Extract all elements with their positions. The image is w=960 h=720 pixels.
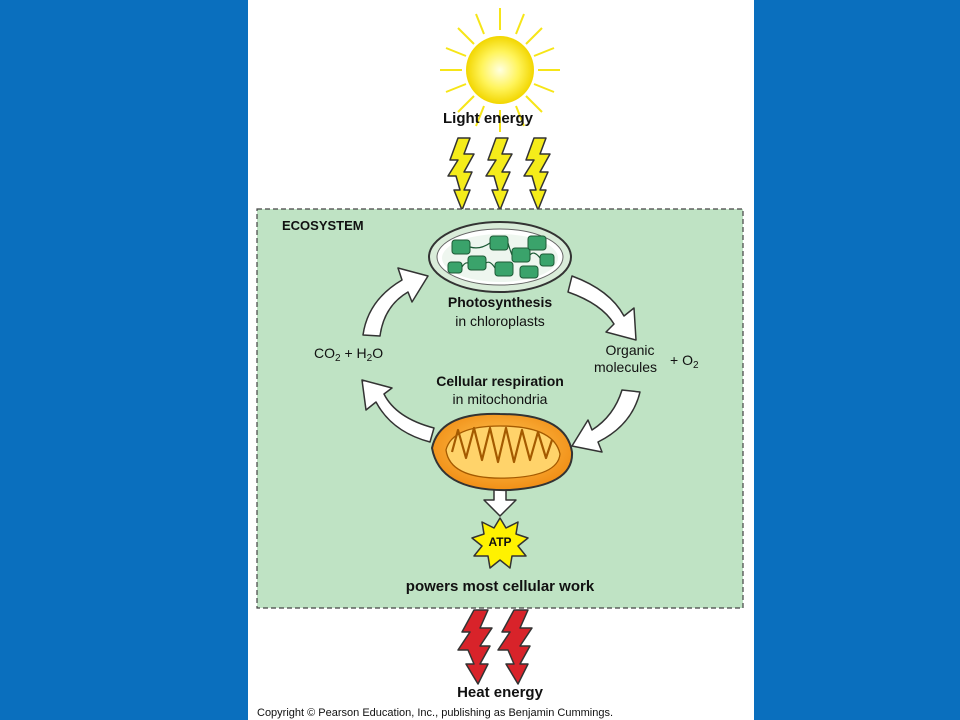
h2o-text: + H xyxy=(344,345,367,361)
respiration-location: in mitochondria xyxy=(452,391,548,407)
heat-energy-bolts-icon xyxy=(457,609,533,685)
o2-subscript: 2 xyxy=(692,360,699,371)
sun-icon xyxy=(440,8,560,132)
organic-molecules-line1: Organic xyxy=(605,342,655,358)
co2-subscript: 2 xyxy=(335,353,341,364)
powers-label: powers most cellular work xyxy=(405,578,595,595)
h2o-o-text: O xyxy=(372,345,384,361)
chloroplast-icon xyxy=(428,221,572,293)
atp-label: ATP xyxy=(488,535,512,549)
cellular-respiration-label: Cellular respiration xyxy=(436,373,564,389)
cycle-arrows xyxy=(361,267,641,517)
ecosystem-label: ECOSYSTEM xyxy=(282,218,364,233)
o2-text: + O xyxy=(670,352,693,368)
photosynthesis-location: in chloroplasts xyxy=(455,313,545,329)
photosynthesis-label: Photosynthesis xyxy=(447,294,553,310)
co2-text: CO xyxy=(314,345,335,361)
atp-star-icon xyxy=(471,517,529,569)
light-energy-label: Light energy xyxy=(443,110,534,127)
h2o-subscript: 2 xyxy=(366,353,373,364)
arrow-up-left-lower xyxy=(361,379,435,443)
organic-molecules-line2: molecules xyxy=(594,359,658,375)
arrow-up-left xyxy=(362,267,429,337)
arrow-down-left xyxy=(571,389,641,453)
o2-label: + O2 xyxy=(670,352,699,371)
heat-energy-label: Heat energy xyxy=(457,684,543,701)
mitochondrion-icon xyxy=(430,412,574,492)
arrow-down-right xyxy=(567,275,637,341)
copyright-text: Copyright © Pearson Education, Inc., pub… xyxy=(257,707,614,719)
light-energy-bolts-icon xyxy=(447,137,551,211)
co2-h2o-label: CO2 + H2O xyxy=(314,345,384,364)
